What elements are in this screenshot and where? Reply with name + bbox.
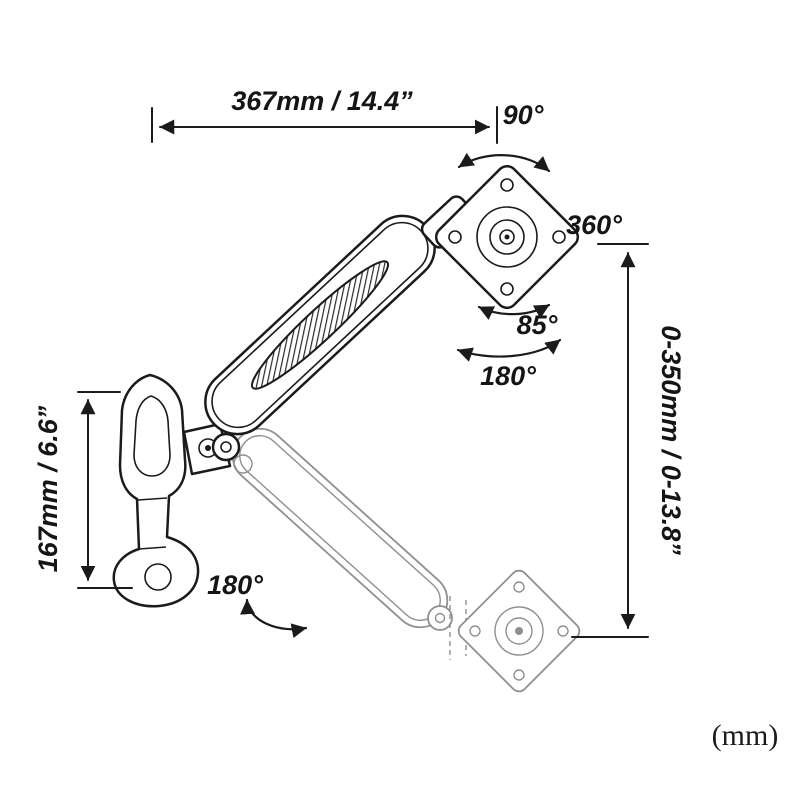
vesa-center-ring-mid <box>489 219 525 255</box>
arm-upper <box>204 195 476 436</box>
ghost-vesa-hole <box>557 625 569 637</box>
ghost-vesa-center-ring <box>494 606 544 656</box>
elbow-joint <box>211 432 253 474</box>
dimension-right-height: 0-350mm / 0-13.8” <box>571 243 686 638</box>
wall-bracket-waist-line <box>137 497 168 501</box>
ghost-head-joint <box>427 605 453 631</box>
ghost-vesa-hole <box>469 625 481 637</box>
tilt-85-arrow <box>477 303 551 320</box>
angle-annotations: 90° 360° 85° 180° 180° <box>207 100 622 639</box>
vesa-center-ring-outer <box>476 206 538 268</box>
wall-bracket-foot-hole <box>144 563 172 591</box>
unit-note: (mm) <box>712 719 779 752</box>
dimension-left-bracket: 167mm / 6.6” <box>33 391 133 589</box>
vesa-hole <box>500 282 514 296</box>
ghost-vesa-center-ring <box>505 617 533 645</box>
ghost-vesa-center-dot <box>515 627 523 635</box>
arm-vent-hatch <box>250 260 390 390</box>
angle-85-label: 85° <box>517 310 558 340</box>
bracket-pivot-dot <box>205 445 211 451</box>
bracket-dimension-label: 167mm / 6.6” <box>33 405 63 572</box>
wall-bracket-outline <box>112 373 200 608</box>
vesa-center-dot <box>504 234 510 240</box>
elbow-ring <box>211 432 241 462</box>
dimension-top-width: 367mm / 14.4” <box>151 86 498 144</box>
arm-swing-180-arrow <box>240 598 308 639</box>
wall-bracket-slot <box>133 395 171 477</box>
vesa-plate-ghost <box>457 569 581 693</box>
swivel-90-arrow <box>457 152 551 173</box>
ghost-head-joint-hub <box>434 612 446 624</box>
angle-90-label: 90° <box>503 100 544 130</box>
ghost-arm-body <box>231 427 449 629</box>
wall-bracket-foot-line <box>138 546 167 550</box>
ghost-elbow-ring <box>233 454 253 474</box>
angle-180-head-label: 180° <box>480 361 536 391</box>
arm-lower-ghost <box>231 427 467 660</box>
vesa-center-ring-inner <box>499 229 515 245</box>
angle-180-arm-label: 180° <box>207 570 263 600</box>
height-dimension-label: 0-350mm / 0-13.8” <box>656 325 686 555</box>
vesa-plate <box>434 164 580 310</box>
vesa-hole <box>448 230 462 244</box>
vesa-hole <box>552 230 566 244</box>
width-dimension-label: 367mm / 14.4” <box>231 86 413 116</box>
ghost-vesa-hole <box>513 581 525 593</box>
arm-inner-contour <box>211 221 429 429</box>
ghost-vesa-hole <box>513 669 525 681</box>
vesa-hole <box>500 178 514 192</box>
pan-180-arrow <box>456 338 562 362</box>
angle-360-label: 360° <box>566 210 622 240</box>
elbow-hub <box>220 441 232 453</box>
